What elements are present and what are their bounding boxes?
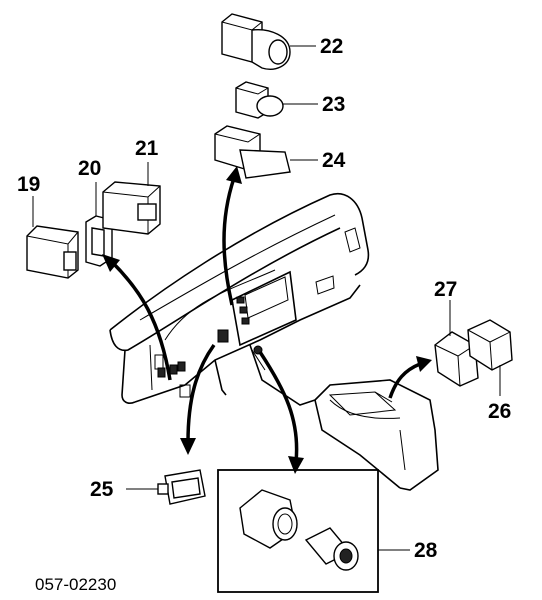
callout-24: 24 [322,149,346,172]
callout-22: 22 [320,35,343,58]
switch-22 [221,13,316,70]
switch-23 [235,81,318,119]
callout-19: 19 [17,173,40,196]
callout-20: 20 [78,157,101,180]
diagram-code: 057-02230 [35,575,116,594]
dashboard [109,193,370,406]
callout-26: 26 [488,400,511,423]
switch-24 [214,125,318,179]
callout-25: 25 [90,478,114,501]
pointer-arrows [102,166,432,474]
center-console [314,379,439,491]
callout-23: 23 [322,93,345,116]
switch-26 [467,319,513,396]
callout-27: 27 [434,278,457,301]
switch-27 [434,300,479,387]
callout-labels: 19 20 21 22 23 24 25 26 27 28 [17,35,511,562]
callout-21: 21 [135,137,159,160]
part-28-box [217,469,410,593]
switch-21 [102,162,161,235]
callout-28: 28 [414,539,438,562]
switch-25 [126,469,206,505]
switch-19 [26,196,79,279]
